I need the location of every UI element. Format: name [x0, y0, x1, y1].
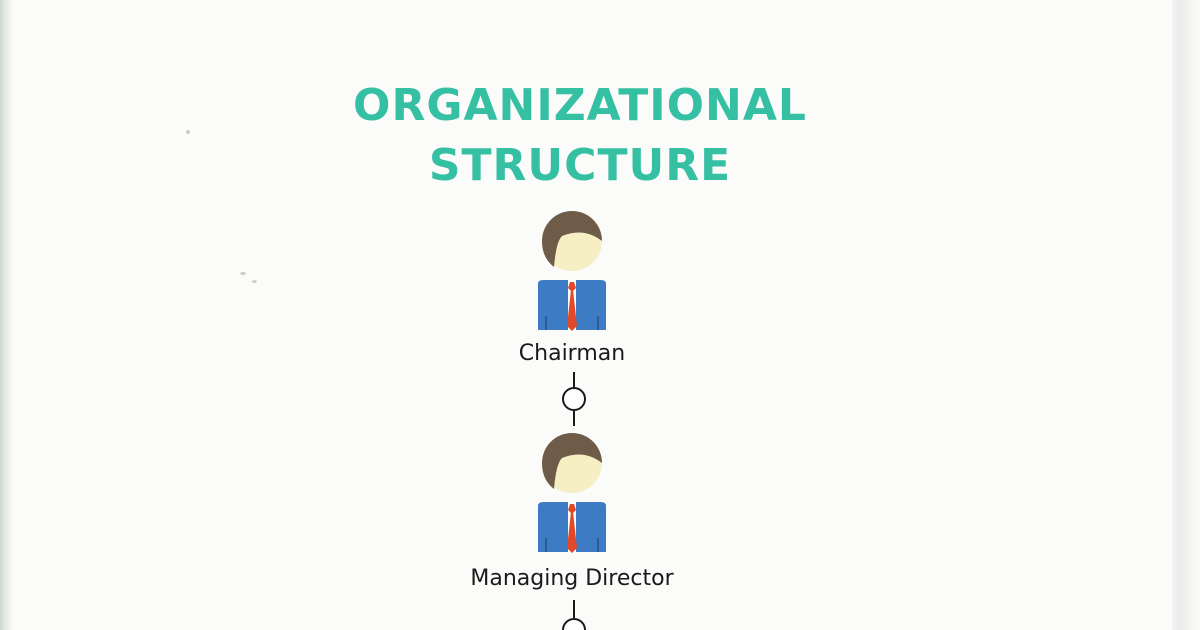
tie-knot — [568, 504, 576, 514]
tie-knot — [568, 282, 576, 292]
hair — [542, 433, 602, 489]
scan-speck — [252, 280, 257, 283]
scan-edge-right — [1172, 0, 1200, 630]
suit-left — [538, 502, 568, 552]
hierarchy-connector-partial — [562, 600, 586, 630]
tie — [567, 290, 577, 331]
role-label-chairman: Chairman — [518, 341, 626, 366]
hair — [542, 211, 602, 267]
scan-speck — [186, 130, 190, 134]
chairman-person-icon — [538, 211, 606, 331]
suit-lapel-lines — [545, 538, 599, 552]
role-label-managing-director: Managing Director — [470, 566, 674, 591]
suit-right — [576, 280, 606, 330]
connector-node — [562, 618, 586, 630]
connector-node — [562, 387, 586, 411]
scan-speck — [240, 272, 246, 275]
managing-director-person-icon — [538, 433, 606, 553]
scan-edge-left — [0, 0, 12, 630]
suit-lapel-lines — [545, 316, 599, 330]
tie — [567, 512, 577, 553]
diagram-title: ORGANIZATIONAL STRUCTURE — [353, 80, 807, 191]
hierarchy-connector — [562, 372, 586, 426]
suit-right — [576, 502, 606, 552]
suit-left — [538, 280, 568, 330]
